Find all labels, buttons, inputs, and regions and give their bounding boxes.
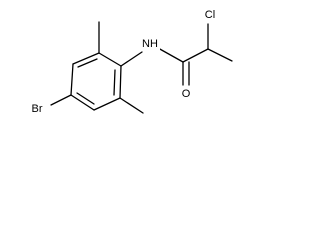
n-carbonyl-bond [157, 47, 184, 63]
atom-chlorine: Cl [202, 7, 218, 22]
atom-bromine: Br [28, 101, 46, 116]
ring-bond-c2-c3 [72, 52, 100, 65]
nh-label: NH [142, 38, 158, 50]
ring-bond-c5-c6 [93, 97, 121, 111]
atom-nh: NH [141, 36, 160, 51]
ring-double-bond-c6-c1 [113, 69, 116, 96]
ring-bond-c4-c5 [70, 94, 95, 111]
ring-bond-c1-c2 [98, 52, 122, 67]
ring-double-bond-c4-c5 [76, 92, 95, 105]
ring-double-bond-c2-c3 [77, 58, 98, 68]
chlorine-label: Cl [205, 9, 215, 21]
oxygen-label: O [182, 88, 191, 100]
c-n-bond [120, 51, 143, 67]
ring-bond-c6-c1 [119, 65, 122, 99]
atom-oxygen: O [180, 86, 192, 100]
carbonyl-alpha-bond [182, 48, 209, 63]
benzene-ring [70, 52, 122, 111]
bromine-label: Br [32, 103, 43, 115]
alpha-methyl-bond [207, 48, 233, 62]
methyl-bond-bottom [119, 97, 144, 114]
ring-bond-c3-c4 [70, 63, 74, 96]
structure-diagram: NH O Cl Br [28, 7, 233, 116]
bromine-bond [50, 94, 72, 106]
